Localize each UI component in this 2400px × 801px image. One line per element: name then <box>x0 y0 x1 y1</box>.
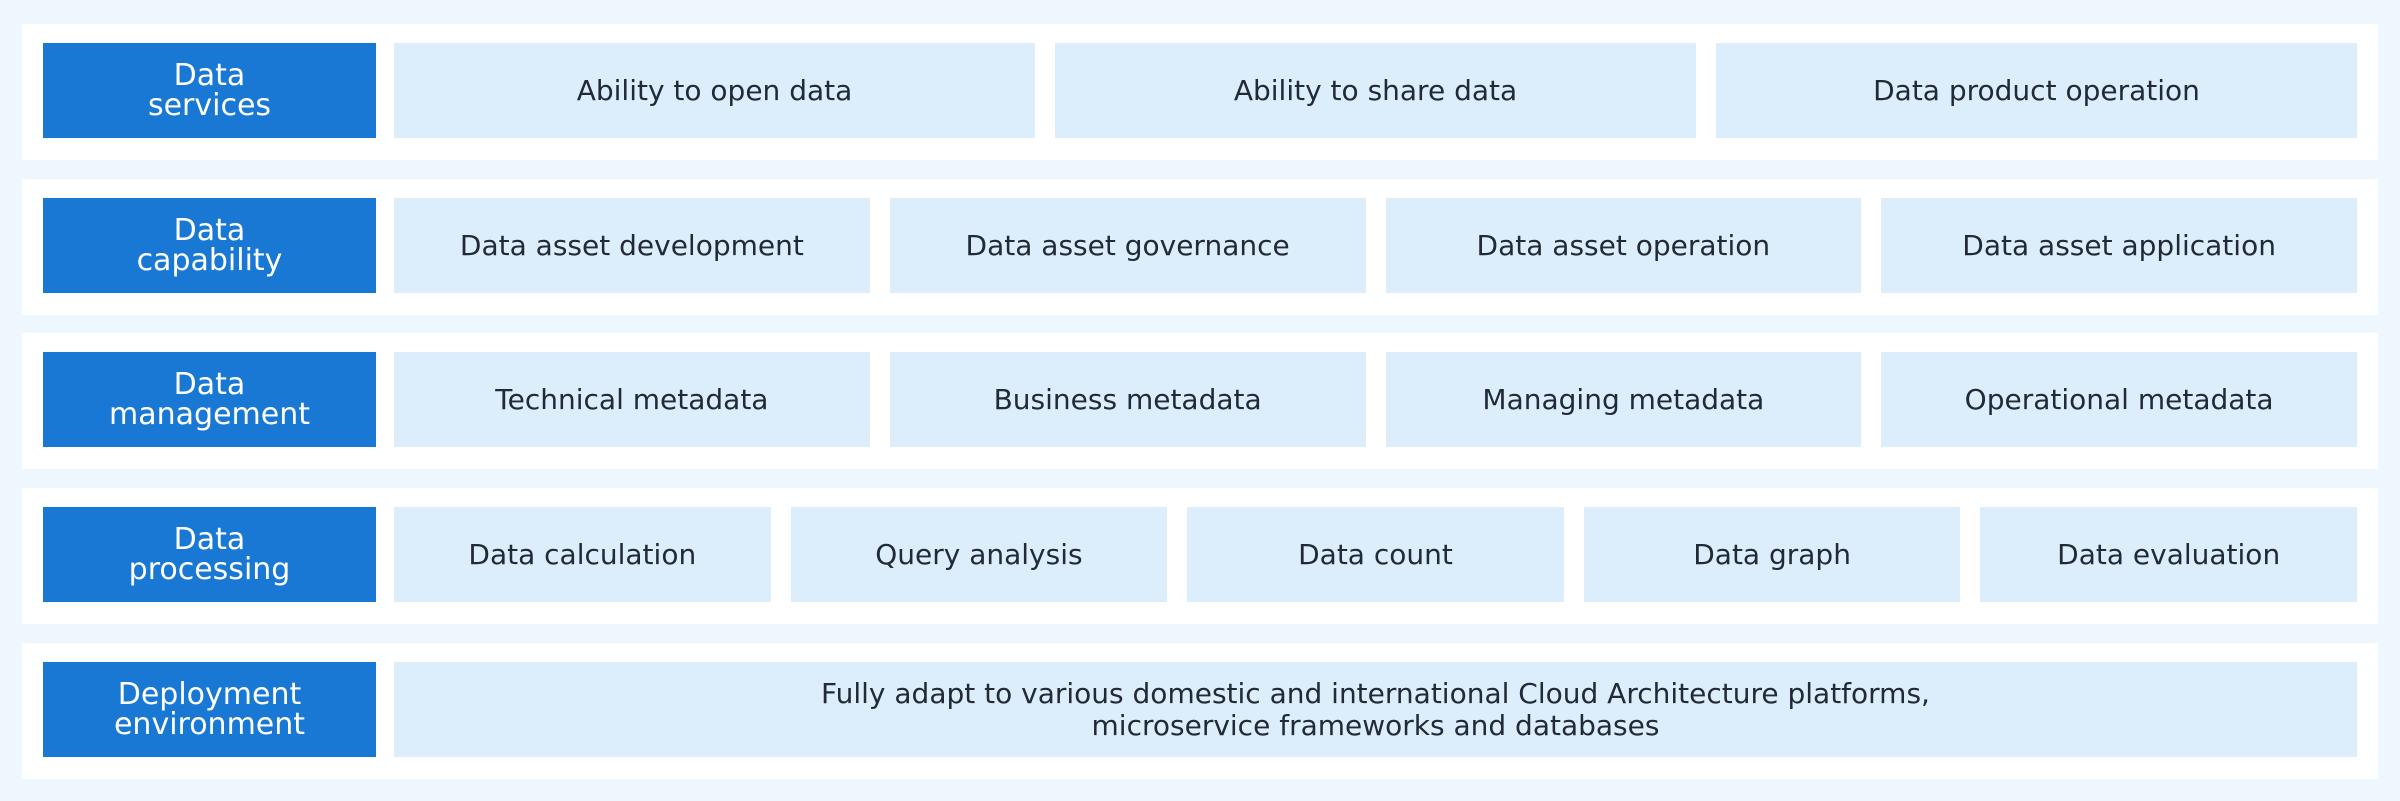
layer-items: Technical metadata Business metadata Man… <box>394 352 2357 447</box>
item-data-asset-governance: Data asset governance <box>889 198 1366 293</box>
layer-label-line: capability <box>136 242 283 278</box>
layer-label-line: management <box>109 396 310 432</box>
layer-data-services: Data services Ability to open data Abili… <box>22 24 2378 160</box>
layer-label-line: Deployment <box>117 676 302 712</box>
layer-data-management: Data management Technical metadata Busin… <box>22 333 2378 469</box>
item-technical-metadata: Technical metadata <box>394 352 870 447</box>
layer-items: Fully adapt to various domestic and inte… <box>394 662 2357 757</box>
layer-items: Ability to open data Ability to share da… <box>394 43 2357 138</box>
deployment-description-line: microservice frameworks and databases <box>1091 708 1660 742</box>
layer-label-line: processing <box>128 551 291 587</box>
item-data-calculation: Data calculation <box>394 507 771 602</box>
item-ability-to-share-data: Ability to share data <box>1055 43 1696 138</box>
layer-items: Data asset development Data asset govern… <box>394 198 2357 293</box>
item-business-metadata: Business metadata <box>889 352 1366 447</box>
item-data-asset-development: Data asset development <box>394 198 870 293</box>
layer-label-line: Data <box>173 521 246 557</box>
layer-label-data-services: Data services <box>43 43 376 138</box>
layer-items: Data calculation Query analysis Data cou… <box>394 507 2357 602</box>
item-data-graph: Data graph <box>1583 507 1961 602</box>
layer-label-line: services <box>147 87 272 123</box>
layer-label-data-capability: Data capability <box>43 198 376 293</box>
item-data-evaluation: Data evaluation <box>1980 507 2357 602</box>
layer-label-data-processing: Data processing <box>43 507 376 602</box>
layer-label-line: Data <box>173 366 246 402</box>
item-data-product-operation: Data product operation <box>1716 43 2357 138</box>
item-query-analysis: Query analysis <box>790 507 1168 602</box>
layer-data-processing: Data processing Data calculation Query a… <box>22 488 2378 624</box>
deployment-description-line: Fully adapt to various domestic and inte… <box>821 676 1930 710</box>
layer-label-line: Data <box>173 212 246 248</box>
layer-label-data-management: Data management <box>43 352 376 447</box>
layer-data-capability: Data capability Data asset development D… <box>22 179 2378 315</box>
item-deployment-description: Fully adapt to various domestic and inte… <box>394 662 2357 757</box>
layer-label-line: Data <box>173 57 246 93</box>
layer-label-deployment-environment: Deployment environment <box>43 662 376 757</box>
item-managing-metadata: Managing metadata <box>1385 352 1862 447</box>
layer-label-line: environment <box>113 706 306 742</box>
item-data-asset-operation: Data asset operation <box>1385 198 1862 293</box>
item-operational-metadata: Operational metadata <box>1881 352 2357 447</box>
item-data-count: Data count <box>1187 507 1564 602</box>
item-data-asset-application: Data asset application <box>1881 198 2357 293</box>
item-ability-to-open-data: Ability to open data <box>394 43 1035 138</box>
layer-deployment-environment: Deployment environment Fully adapt to va… <box>22 643 2378 779</box>
